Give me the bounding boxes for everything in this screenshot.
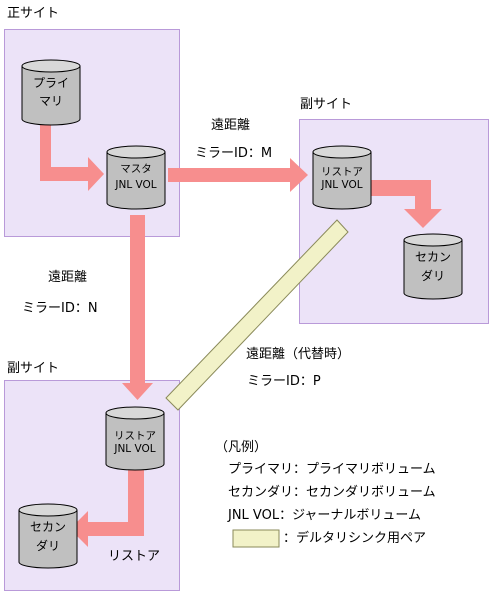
link-p-id: ミラーID：P — [247, 374, 321, 389]
secondary-volume-top-text: セカン ダリ — [414, 250, 452, 283]
primary-volume-text: プライ マリ — [32, 76, 70, 108]
master-jnl-volume-cylinder — [106, 145, 166, 210]
master-jnl-volume-text: マスタ JNL VOL — [115, 163, 157, 191]
link-n-id: ミラーID：N — [22, 301, 98, 316]
arrow-restore-top-to-secondary — [370, 180, 442, 228]
arrow-restore-bottom-to-secondary — [70, 460, 144, 547]
legend-delta: ：デルタリシンク用ペア — [283, 531, 427, 546]
arrow-master-to-restore-bottom — [122, 215, 153, 400]
primary-volume-cylinder — [21, 59, 81, 126]
secondary-volume-top-cylinder — [403, 233, 463, 300]
secondary-site-bottom-label: 副サイト — [7, 361, 60, 376]
legend-title: （凡例） — [215, 440, 268, 455]
arrow-master-to-restore-top — [168, 158, 308, 192]
arrow-primary-to-master — [40, 118, 104, 191]
legend-delta-swatch — [232, 529, 280, 548]
delta-resync-pair-band — [165, 219, 349, 411]
restore-jnl-volume-top-text: リストア JNL VOL — [321, 166, 363, 191]
restore-label: リストア — [108, 549, 161, 564]
link-m-title: 遠距離 — [211, 118, 251, 133]
legend-jnl: JNL VOL：ジャーナルボリューム — [228, 508, 422, 523]
secondary-volume-bottom-text: セカン ダリ — [29, 520, 67, 553]
secondary-volume-bottom-cylinder — [18, 503, 78, 569]
legend-primary: プライマリ：プライマリボリューム — [228, 462, 436, 477]
restore-jnl-volume-bottom-cylinder — [105, 406, 165, 471]
legend-secondary: セカンダリ：セカンダリボリューム — [228, 485, 436, 500]
link-p-title: 遠距離（代替時） — [246, 347, 351, 362]
restore-jnl-volume-top-cylinder — [312, 145, 372, 210]
restore-jnl-volume-bottom-text: リストア JNL VOL — [114, 430, 156, 455]
secondary-site-top-label: 副サイト — [300, 97, 353, 112]
link-n-title: 遠距離 — [48, 270, 88, 285]
link-m-id: ミラーID：M — [195, 146, 273, 161]
primary-site-label: 正サイト — [7, 6, 60, 21]
